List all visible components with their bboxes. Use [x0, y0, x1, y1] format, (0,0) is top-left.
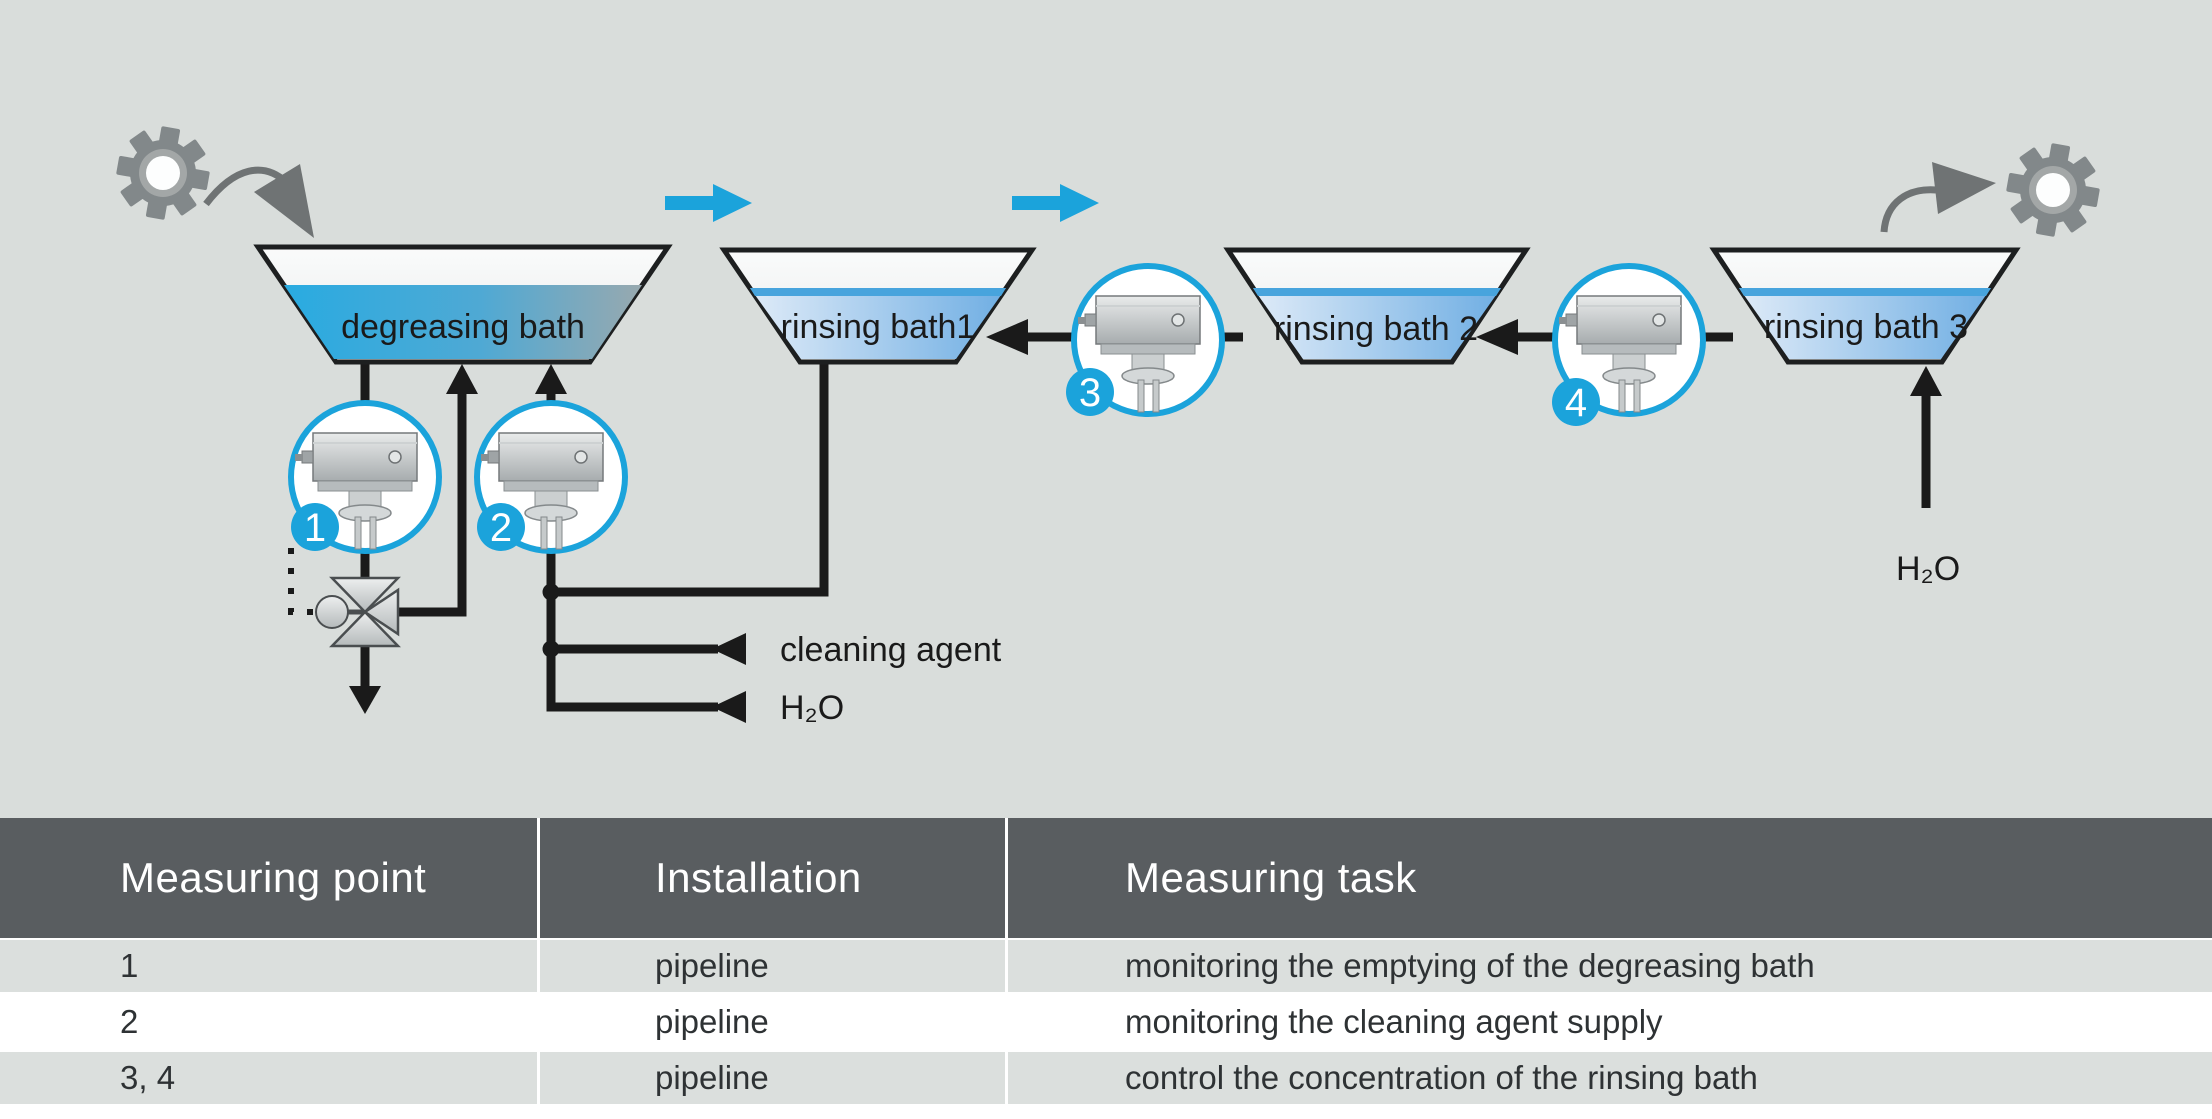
- cell-installation: pipeline: [537, 940, 1005, 992]
- pipe-junction-dot: [542, 583, 560, 601]
- table-row: 2 pipeline monitoring the cleaning agent…: [0, 996, 2212, 1048]
- table-row: 1 pipeline monitoring the emptying of th…: [0, 940, 2212, 992]
- cell-measuring-task: monitoring the cleaning agent supply: [1005, 996, 2212, 1048]
- drain-arrowhead-down: [349, 686, 381, 714]
- measuring-point-badge-4: 4: [1552, 378, 1600, 426]
- cell-installation: pipeline: [537, 996, 1005, 1048]
- water-supply-label: H₂O: [780, 689, 844, 727]
- column-header-measuring-point: Measuring point: [120, 854, 427, 901]
- measuring-point-badge-2: 2: [477, 503, 525, 551]
- svg-text:4: 4: [1565, 381, 1587, 425]
- process-flow-diagram: degreasing bath rinsing bath1 rinsing ba…: [0, 0, 2212, 818]
- three-way-valve-icon: [315, 576, 401, 648]
- water-bath3-label: H₂O: [1896, 550, 1960, 588]
- cell-measuring-point: 3, 4: [120, 1059, 176, 1096]
- pipe-junction-dot: [542, 640, 560, 658]
- arrowhead-left: [1476, 319, 1518, 355]
- tank-label: rinsing bath1: [781, 308, 976, 346]
- svg-text:3: 3: [1079, 371, 1101, 415]
- table-header-row: Measuring point Installation Measuring t…: [0, 818, 2212, 938]
- control-signal-dotted-line: [288, 548, 316, 615]
- cell-installation: pipeline: [537, 1052, 1005, 1104]
- measuring-point-badge-1: 1: [291, 503, 339, 551]
- tank-label: rinsing bath 3: [1764, 308, 1968, 346]
- cell-measuring-point: 1: [120, 947, 139, 984]
- arrowhead-left: [712, 691, 746, 723]
- curved-arrow-into-degreasing-bath: [203, 164, 314, 238]
- arrowhead-left: [712, 633, 746, 665]
- measuring-points-table: Measuring point Installation Measuring t…: [0, 818, 2212, 1119]
- cell-measuring-task: monitoring the emptying of the degreasin…: [1005, 940, 2212, 992]
- cleaning-agent-label: cleaning agent: [780, 631, 1002, 669]
- arrowhead-up: [1910, 366, 1942, 396]
- tank-label: degreasing bath: [341, 308, 585, 346]
- measuring-point-badge-3: 3: [1066, 368, 1114, 416]
- curved-arrow-out-of-rinsing-bath3: [1880, 162, 1996, 233]
- arrowhead-up: [535, 364, 567, 394]
- flow-arrow-icon: [1012, 184, 1099, 222]
- pipe-rinsing1-drain: [556, 364, 829, 597]
- tank-rinsing-bath1: rinsing bath1: [719, 247, 1037, 365]
- cell-measuring-point: 2: [120, 1003, 139, 1040]
- arrowhead-up: [446, 364, 478, 394]
- tank-label: rinsing bath 2: [1274, 310, 1478, 348]
- arrowhead-left: [986, 319, 1028, 355]
- column-header-measuring-task: Measuring task: [1005, 818, 2212, 938]
- pipe-valve-return: [398, 382, 467, 617]
- column-header-installation: Installation: [537, 818, 1005, 938]
- tank-degreasing-bath: degreasing bath: [253, 244, 673, 365]
- svg-text:2: 2: [490, 506, 512, 550]
- svg-text:1: 1: [304, 506, 326, 550]
- cell-measuring-task: control the concentration of the rinsing…: [1005, 1052, 2212, 1104]
- tank-rinsing-bath2: rinsing bath 2: [1223, 247, 1531, 365]
- tank-rinsing-bath3: rinsing bath 3: [1709, 247, 2021, 365]
- table-row: 3, 4 pipeline control the concentration …: [0, 1052, 2212, 1104]
- flow-arrow-icon: [665, 184, 752, 222]
